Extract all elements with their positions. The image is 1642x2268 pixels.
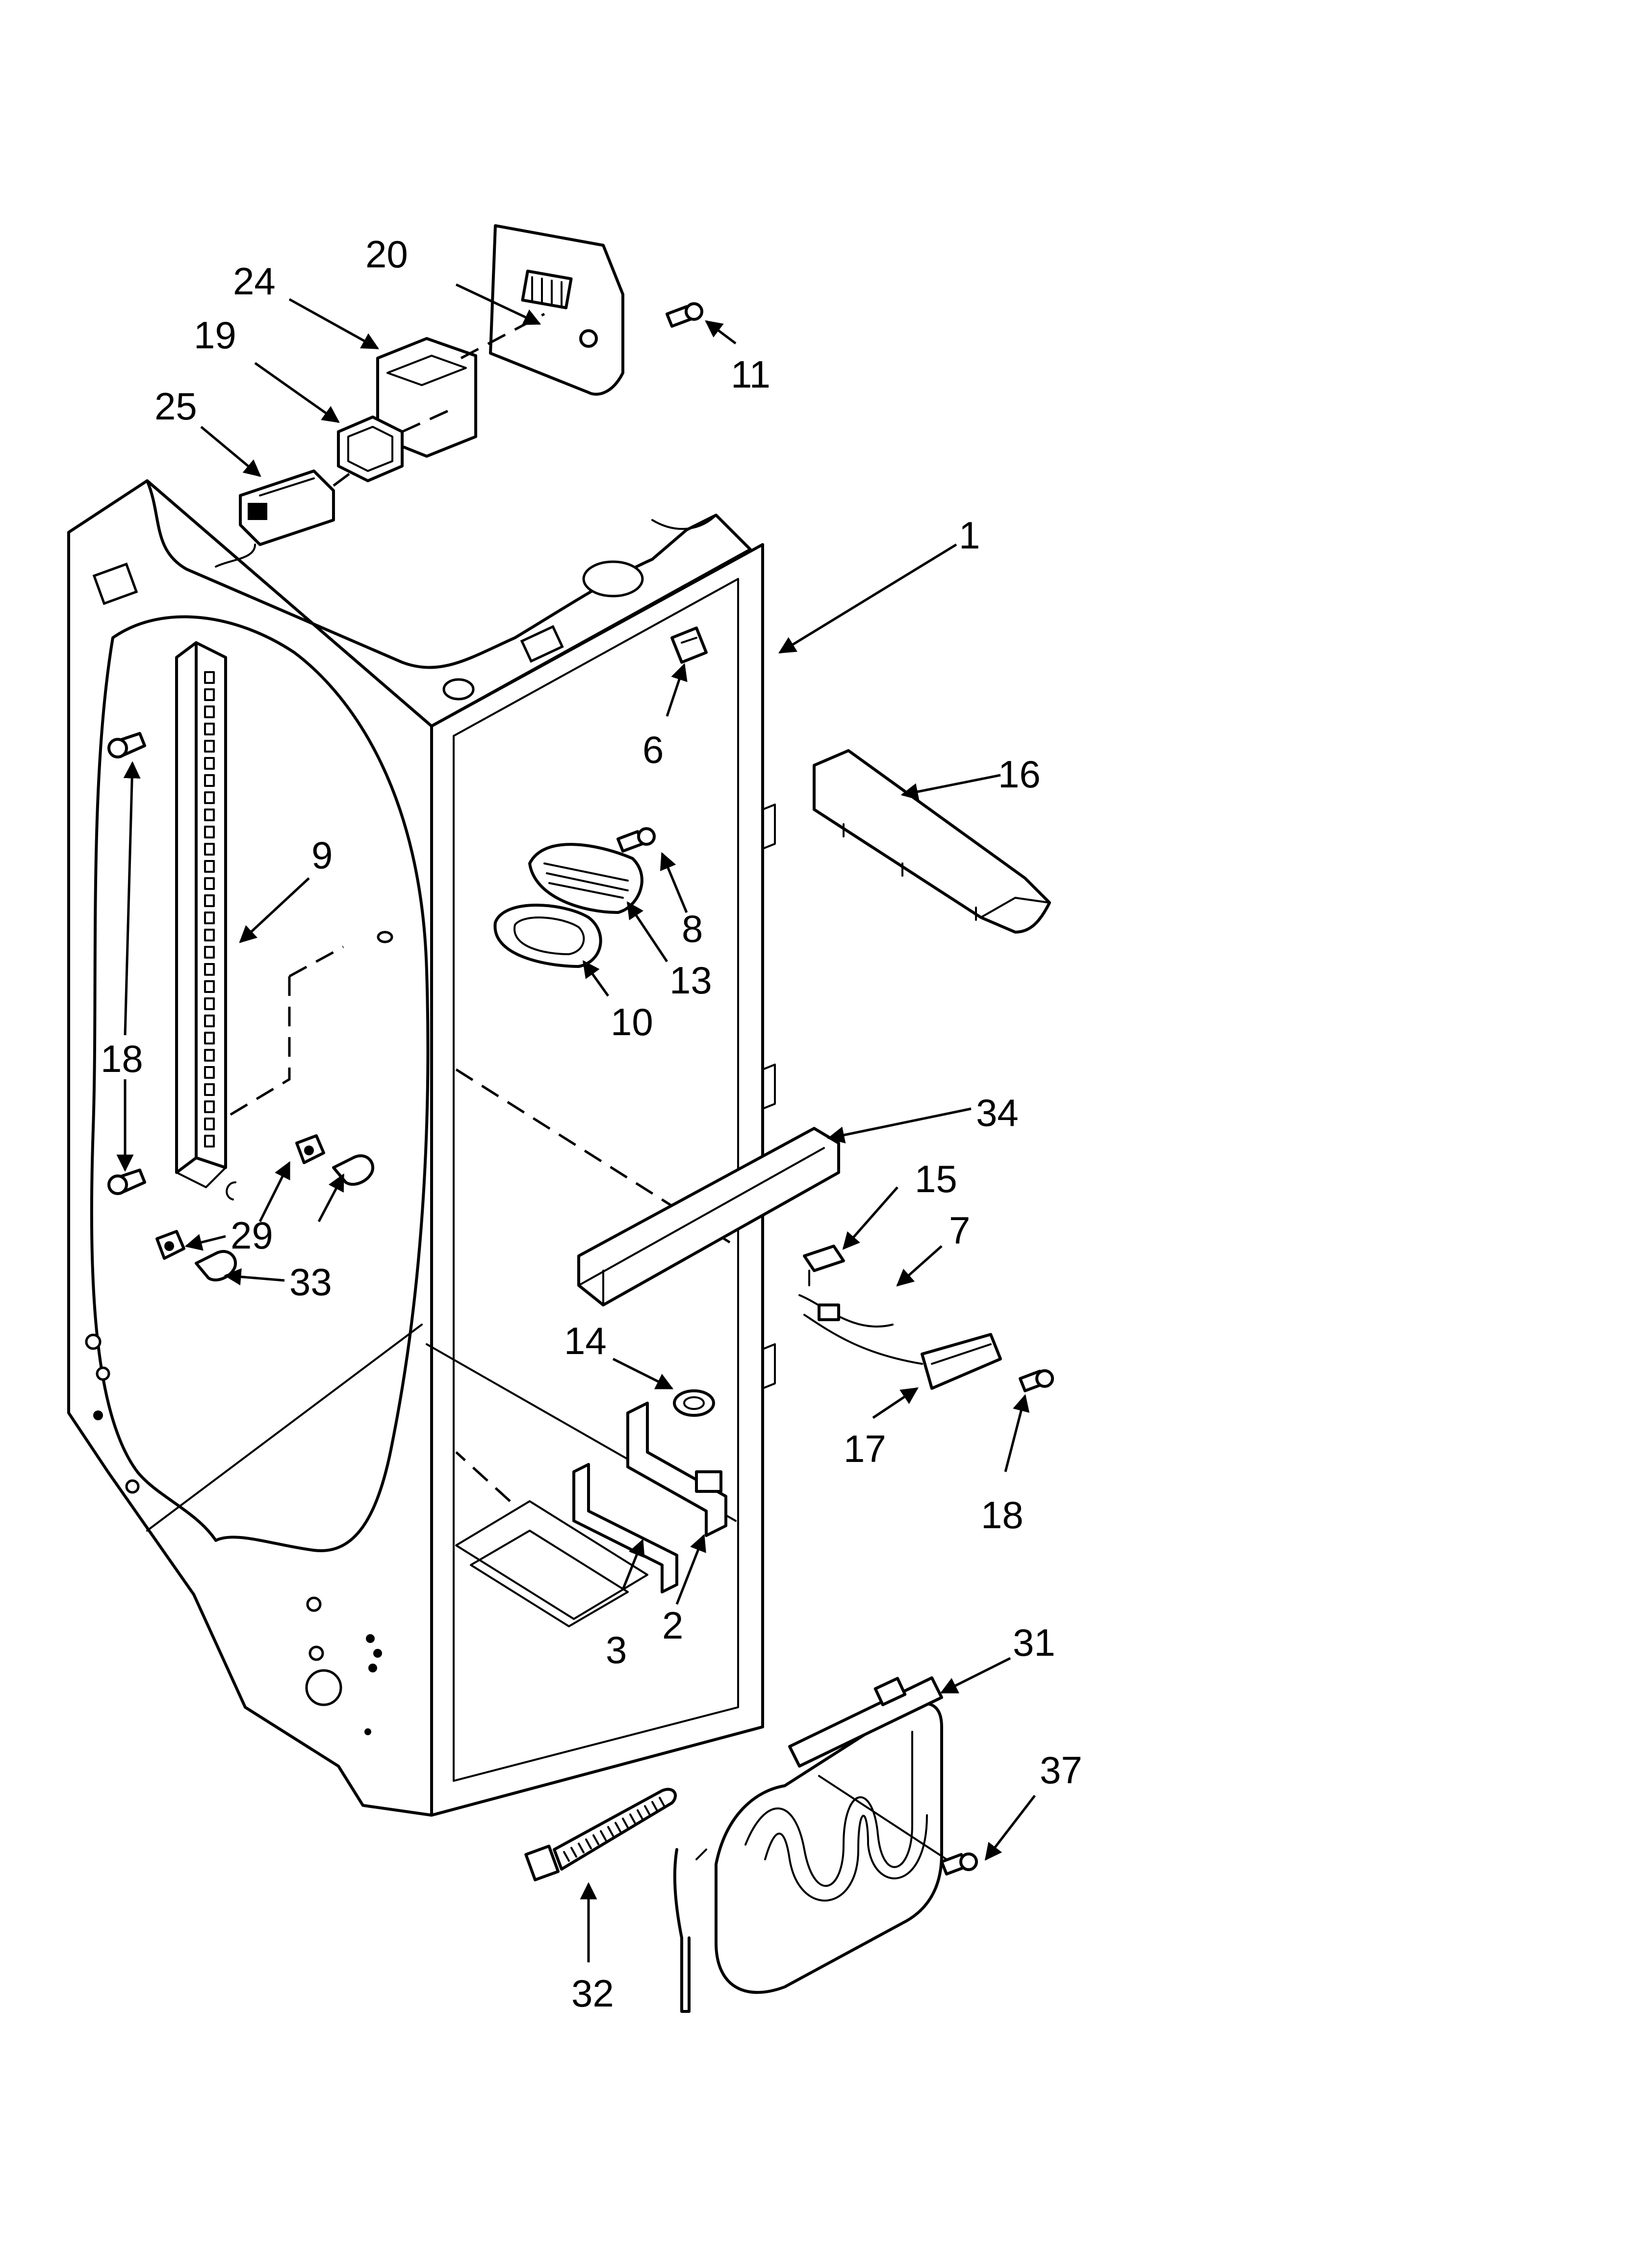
rail-slot	[204, 1032, 215, 1044]
switch-module	[215, 469, 335, 568]
tie-tooth	[651, 1801, 658, 1812]
rail-slot	[204, 894, 215, 907]
tie-tooth	[637, 1809, 643, 1820]
shelf-ladder-rail	[175, 641, 227, 1188]
rail-slot	[204, 997, 215, 1010]
rail-slot	[204, 877, 215, 890]
rail-slot	[204, 1135, 215, 1147]
callout-15: 15	[915, 1157, 957, 1200]
callout-18-right: 18	[981, 1493, 1024, 1537]
rail-slot	[204, 860, 215, 873]
callout-2: 2	[662, 1604, 683, 1647]
rail-slot	[204, 774, 215, 787]
callout-3: 3	[606, 1628, 627, 1671]
callout-7: 7	[949, 1209, 970, 1252]
screw-grille	[616, 827, 656, 853]
screw-right	[1019, 1369, 1054, 1392]
screw-top-right	[666, 302, 703, 328]
rail-slot	[204, 826, 215, 838]
rail-slot	[204, 1049, 215, 1062]
rail-slot	[204, 1100, 215, 1113]
clip-fixture	[670, 626, 708, 664]
tie-tooth	[615, 1822, 621, 1833]
tie-tooth	[600, 1830, 607, 1841]
callout-8: 8	[682, 907, 703, 950]
tie-tooth	[622, 1818, 629, 1828]
tie-tooth	[607, 1826, 614, 1837]
rail-slot	[204, 1083, 215, 1096]
rail-slot	[204, 980, 215, 993]
callout-24: 24	[233, 260, 276, 303]
tie-tooth	[629, 1813, 636, 1825]
rail-slot	[204, 723, 215, 735]
rail-slot	[204, 1015, 215, 1027]
callout-16: 16	[998, 753, 1041, 796]
tie-tooth	[563, 1851, 570, 1862]
mounting-bracket-front	[572, 1463, 678, 1593]
rail-slot	[204, 757, 215, 770]
housing-gasket	[337, 416, 404, 482]
screw-left-top	[107, 732, 146, 758]
rail-slot	[204, 688, 215, 701]
tie-tooth	[570, 1847, 577, 1858]
callout-17: 17	[844, 1427, 886, 1470]
light-shield-grille	[528, 843, 643, 914]
callout-32: 32	[571, 1972, 614, 2015]
lamp-socket-lower	[155, 1230, 185, 1260]
callout-11: 11	[731, 353, 770, 396]
callout-9: 9	[311, 834, 333, 877]
control-housing-box	[376, 337, 477, 458]
tie-tooth	[578, 1843, 585, 1853]
rail-slot	[204, 963, 215, 976]
grommet	[673, 1389, 715, 1417]
callout-19: 19	[194, 313, 236, 357]
leader-lines	[116, 283, 1036, 1962]
tie-tooth	[592, 1834, 599, 1845]
callout-20: 20	[365, 233, 408, 276]
screw-coil	[940, 1852, 978, 1876]
callout-33: 33	[289, 1260, 332, 1303]
thermistor-housing	[921, 1333, 1002, 1390]
callout-labels: 1 2 3 6 7 8 9 10 11 13 14 15 16 17 18 18…	[101, 233, 1082, 2015]
rail-slot	[204, 740, 215, 753]
rail-slot	[204, 929, 215, 941]
callout-29: 29	[231, 1214, 273, 1257]
callout-10: 10	[611, 1000, 653, 1043]
rail-slot	[204, 1118, 215, 1130]
clip-c	[226, 1181, 236, 1200]
callout-37: 37	[1040, 1748, 1082, 1792]
rail-slot	[204, 791, 215, 804]
rail-slot	[204, 946, 215, 959]
callout-14: 14	[564, 1319, 607, 1362]
rail-slot	[204, 843, 215, 856]
wire-bracket	[803, 1245, 845, 1286]
lamp-socket-upper	[295, 1134, 325, 1164]
rail-slot	[204, 671, 215, 684]
rail-slot	[204, 912, 215, 924]
defrost-heater-coil	[673, 1676, 943, 2013]
mounting-bracket-rear	[626, 1402, 727, 1537]
rail-slot	[204, 808, 215, 821]
callout-25: 25	[154, 385, 197, 428]
callout-6: 6	[642, 728, 664, 771]
callout-13: 13	[669, 959, 712, 1002]
tie-tooth	[585, 1838, 592, 1850]
tie-tooth	[659, 1797, 666, 1808]
light-bezel	[493, 904, 602, 968]
rail-slot	[204, 1066, 215, 1079]
screw-left-bottom	[107, 1169, 146, 1195]
callout-34: 34	[976, 1091, 1019, 1134]
rail-slot	[204, 705, 215, 718]
callout-31: 31	[1013, 1621, 1055, 1664]
control-housing-cover	[489, 224, 624, 396]
air-channel-cover	[813, 749, 1051, 934]
wire-harness	[798, 1294, 923, 1365]
callout-18-left: 18	[101, 1037, 143, 1080]
mullion-crossbar	[577, 1127, 840, 1306]
tie-tooth	[644, 1805, 651, 1816]
callout-1: 1	[959, 514, 980, 557]
cable-tie	[524, 1788, 677, 1881]
